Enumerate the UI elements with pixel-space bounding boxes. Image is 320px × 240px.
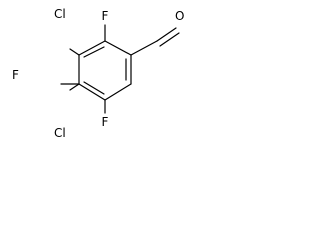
bond-to-cl-bottom	[69, 83, 80, 91]
ring-double-bond-inner-top-left	[83, 46, 105, 58]
atom-label-f-bottom: F	[102, 115, 109, 129]
chemical-structure-diagram: Cl F F Cl F O	[12, 7, 184, 140]
atom-label-cl-bottom: Cl	[54, 126, 66, 140]
aldehyde-co-double-bond	[159, 32, 180, 47]
bond-to-aldehyde-carbon	[130, 40, 158, 56]
atom-label-cl-top: Cl	[54, 7, 66, 21]
bond-to-cl-top	[69, 48, 80, 56]
ring-bond-c6-c1	[78, 40, 106, 56]
ring-bond-c1-c2	[104, 40, 132, 56]
atom-labels: Cl F F Cl F O	[12, 7, 184, 140]
substituent-bonds	[60, 24, 180, 114]
atom-label-f-left: F	[12, 68, 19, 82]
ring-double-bond-inner-bottom-left	[83, 81, 105, 95]
benzene-ring	[78, 40, 132, 101]
ring-bond-c4-c5	[78, 83, 106, 101]
aldehyde-co-bond	[156, 27, 177, 42]
ring-bond-c3-c4	[104, 83, 132, 101]
atom-label-o-aldehyde: O	[175, 9, 184, 23]
atom-label-f-top: F	[102, 9, 109, 23]
